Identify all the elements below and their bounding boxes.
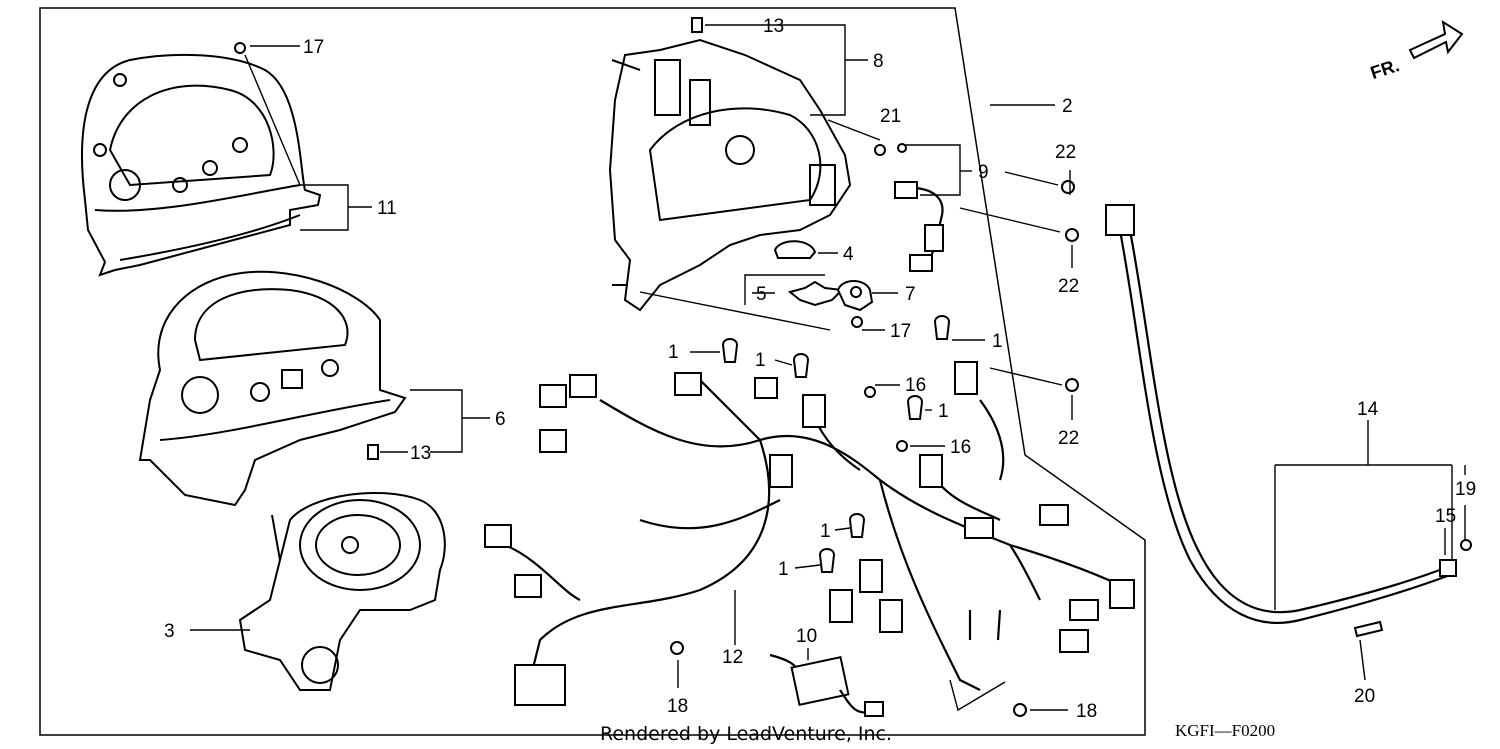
callout-10: 10 bbox=[796, 626, 817, 647]
leader-lines bbox=[190, 24, 1466, 712]
callout-11: 11 bbox=[377, 198, 397, 219]
callout-7: 7 bbox=[905, 284, 916, 305]
callout-9: 9 bbox=[978, 162, 989, 183]
callout-22: 22 bbox=[1055, 142, 1076, 163]
callout-2: 2 bbox=[1062, 96, 1073, 117]
callout-3: 3 bbox=[164, 621, 175, 642]
callout-1: 1 bbox=[820, 521, 831, 542]
meter-cover-upper bbox=[81, 53, 322, 277]
callout-20: 20 bbox=[1354, 686, 1375, 707]
callout-6: 6 bbox=[495, 409, 506, 430]
callout-18: 18 bbox=[1076, 701, 1097, 722]
callout-14: 14 bbox=[1357, 399, 1379, 420]
render-credit: Rendered by LeadVenture, Inc. bbox=[600, 723, 892, 745]
bulb-sockets bbox=[721, 315, 951, 573]
front-direction-arrow: FR. bbox=[1368, 19, 1464, 83]
callout-1: 1 bbox=[755, 350, 766, 371]
callout-1: 1 bbox=[938, 401, 949, 422]
speedometer-cable bbox=[1105, 204, 1472, 638]
callout-18: 18 bbox=[667, 696, 688, 717]
callout-12: 12 bbox=[722, 647, 743, 668]
indicator-switch bbox=[894, 181, 944, 272]
callout-4: 4 bbox=[843, 244, 854, 265]
callout-19: 19 bbox=[1455, 479, 1476, 500]
diagram-code: KGFI—F0200 bbox=[1175, 721, 1275, 740]
callout-13: 13 bbox=[410, 443, 431, 464]
callout-15: 15 bbox=[1435, 506, 1456, 527]
callout-22: 22 bbox=[1058, 276, 1079, 297]
callout-17: 17 bbox=[303, 37, 324, 58]
assembly-frame bbox=[39, 7, 1146, 736]
direction-label: FR. bbox=[1368, 55, 1402, 83]
rubber-cap bbox=[773, 240, 817, 259]
callout-17: 17 bbox=[890, 321, 911, 342]
callout-16: 16 bbox=[905, 375, 926, 396]
speedometer bbox=[238, 491, 446, 691]
meter-housing bbox=[608, 38, 852, 312]
meter-case bbox=[138, 270, 407, 507]
main-wire-harness bbox=[484, 361, 1135, 706]
callout-5: 5 bbox=[756, 284, 767, 305]
callout-1: 1 bbox=[992, 331, 1003, 352]
bracket-4-5-7 bbox=[744, 274, 825, 305]
callout-13: 13 bbox=[763, 16, 784, 37]
callout-21: 21 bbox=[880, 106, 901, 127]
callout-labels: 1 1 1 1 1 1 2 3 4 5 6 7 8 9 10 11 12 13 … bbox=[164, 16, 1476, 722]
wire-clamp bbox=[836, 280, 874, 312]
callout-1: 1 bbox=[668, 342, 679, 363]
screws bbox=[234, 17, 1079, 717]
callout-8: 8 bbox=[873, 51, 884, 72]
resistor-module bbox=[769, 653, 884, 717]
wing-nut bbox=[787, 280, 845, 307]
callout-22: 22 bbox=[1058, 428, 1079, 449]
callout-1: 1 bbox=[778, 559, 789, 580]
callout-16: 16 bbox=[950, 437, 971, 458]
